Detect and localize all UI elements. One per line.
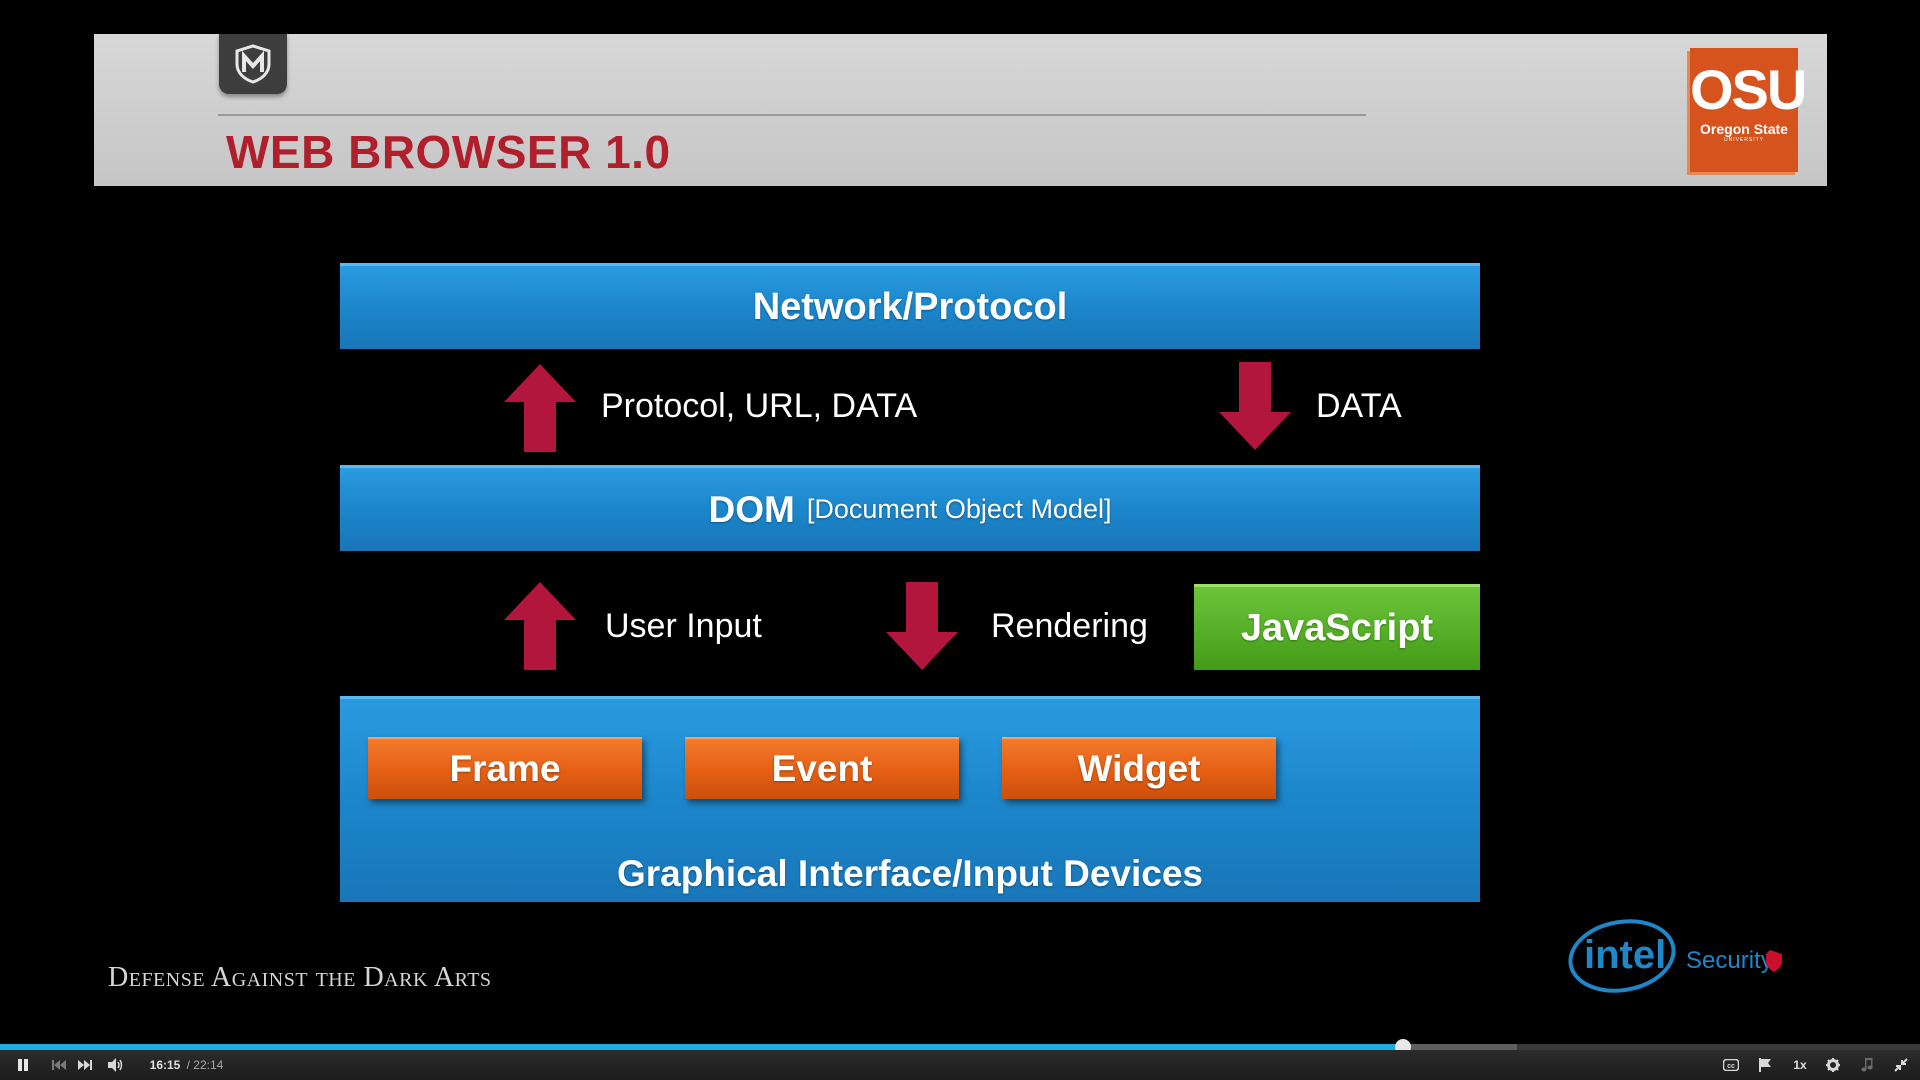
- course-title: Defense Against the Dark Arts: [108, 962, 492, 993]
- player-control-bar: 16:15 / 22:14 cc 1x: [0, 1050, 1920, 1080]
- intel-security-logo: intel Security: [1568, 919, 1782, 993]
- gear-icon: [1826, 1058, 1840, 1072]
- flow-label-rendering: Rendering: [991, 607, 1148, 645]
- gui-layer: Frame Event Widget Graphical Interface/I…: [340, 696, 1480, 902]
- flag-button[interactable]: [1752, 1050, 1778, 1080]
- header-divider: [218, 114, 1366, 116]
- skip-back-button[interactable]: [48, 1050, 70, 1080]
- duration: / 22:14: [182, 1050, 228, 1080]
- pause-icon: [18, 1059, 28, 1071]
- widget-block: Widget: [1002, 737, 1276, 799]
- mcafee-shield-icon: [219, 34, 287, 94]
- flow-label-data: DATA: [1316, 387, 1402, 425]
- flow-label-user-input: User Input: [605, 607, 762, 645]
- exit-fullscreen-icon: [1894, 1058, 1908, 1072]
- osu-logo-sub: Oregon State: [1700, 121, 1788, 137]
- javascript-label: JavaScript: [1240, 607, 1434, 649]
- audio-button[interactable]: [1854, 1050, 1880, 1080]
- current-time: 16:15: [142, 1050, 188, 1080]
- slide-title: WEB BROWSER 1.0: [226, 126, 671, 178]
- dom-label: DOM: [708, 488, 795, 530]
- security-wordmark: Security: [1686, 947, 1773, 974]
- slide-header: WEB BROWSER 1.0 OSU Oregon State UNIVERS…: [94, 34, 1827, 186]
- volume-icon: [108, 1058, 123, 1072]
- volume-button[interactable]: [104, 1050, 128, 1080]
- speed-text: 1x: [1793, 1058, 1807, 1072]
- skip-forward-button[interactable]: [74, 1050, 96, 1080]
- dom-sub-label: [Document Object Model]: [806, 494, 1112, 524]
- frame-label: Frame: [449, 748, 561, 789]
- flow-label-protocol: Protocol, URL, DATA: [601, 387, 918, 425]
- dom-layer: DOM [Document Object Model]: [340, 465, 1480, 551]
- duration-text: / 22:14: [186, 1058, 224, 1072]
- intel-wordmark: intel: [1584, 933, 1666, 977]
- captions-button[interactable]: cc: [1718, 1050, 1744, 1080]
- skip-forward-icon: [78, 1060, 92, 1070]
- event-block: Event: [685, 737, 959, 799]
- network-protocol-layer: Network/Protocol: [340, 263, 1480, 349]
- current-time-text: 16:15: [149, 1058, 181, 1072]
- osu-logo-main: OSU: [1690, 58, 1807, 121]
- progress-played: [0, 1044, 1403, 1050]
- settings-button[interactable]: [1820, 1050, 1846, 1080]
- speed-button[interactable]: 1x: [1786, 1050, 1814, 1080]
- arrow-down-icon: [1219, 362, 1291, 450]
- exit-fullscreen-button[interactable]: [1888, 1050, 1914, 1080]
- javascript-box: JavaScript: [1194, 584, 1480, 670]
- osu-logo-tiny: UNIVERSITY: [1723, 137, 1764, 143]
- gui-layer-label: Graphical Interface/Input Devices: [616, 853, 1204, 894]
- flag-icon: [1759, 1058, 1771, 1072]
- network-protocol-label: Network/Protocol: [752, 286, 1068, 328]
- music-note-icon: [1861, 1058, 1873, 1072]
- captions-icon: cc: [1723, 1059, 1739, 1071]
- frame-block: Frame: [368, 737, 642, 799]
- mcafee-mini-shield-icon: [1766, 950, 1782, 972]
- arrow-down-icon: [886, 582, 958, 670]
- widget-label: Widget: [1077, 748, 1201, 789]
- event-label: Event: [771, 748, 873, 789]
- svg-text:cc: cc: [1727, 1063, 1735, 1070]
- arrow-up-icon: [504, 582, 576, 670]
- skip-back-icon: [52, 1060, 66, 1070]
- osu-logo: OSU Oregon State UNIVERSITY: [1690, 48, 1807, 172]
- pause-button[interactable]: [10, 1050, 36, 1080]
- arrow-up-icon: [504, 364, 576, 452]
